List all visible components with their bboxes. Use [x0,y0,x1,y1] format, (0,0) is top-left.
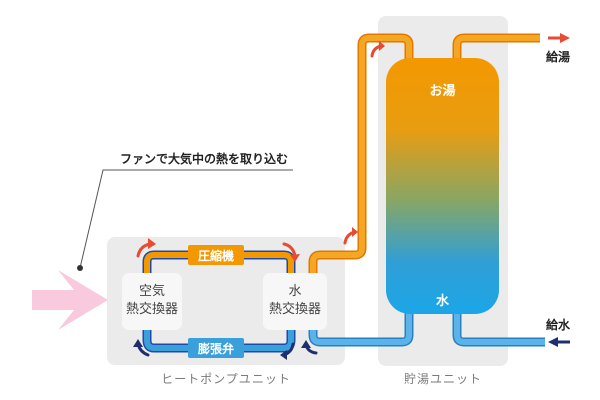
tank-hot-water-label: お湯 [429,84,456,99]
cold-water-pipe-fill [310,312,412,345]
compressor-label: 圧縮機 [197,249,234,263]
water-heat-exchanger-line1: 水 [288,284,302,299]
flow-arrow-head-icon [301,340,311,348]
water-heat-exchanger-label: 水 熱交換器 [263,283,327,319]
hot-water-pipe-fill [310,35,412,275]
water-heat-exchanger-line2: 熱交換器 [268,302,321,317]
air-heat-exchanger-line1: 空気 [138,284,165,299]
expansion-valve-label: 膨張弁 [197,342,234,356]
flow-arrow-head-icon [133,339,143,347]
flow-arrow-head-icon [148,238,156,249]
air-heat-exchanger-label: 空気 熱交換器 [122,283,182,319]
air-heat-exchanger-box [122,273,182,330]
heat-pump-unit-label: ヒートポンプユニット [161,372,291,386]
water-heat-exchanger-box [263,273,327,330]
storage-unit-label: 貯湯ユニット [403,372,482,386]
callout-text: ファンで大気中の熱を取り込む [120,152,289,166]
flow-arrow-head-icon [352,227,358,237]
supply-hot-water-pipe-fill [454,35,540,62]
air-heat-exchanger-line2: 熱交換器 [125,302,178,317]
flow-arrow-head-icon [379,41,385,51]
heat-pump-unit-panel [107,237,345,365]
compressor-box [188,245,244,265]
callout-leader-line [79,169,293,269]
expansion-valve-box [188,338,244,358]
inlet-arrow-head-icon [548,337,558,347]
water-inlet-label: 給水 [546,318,571,332]
supply-arrow-head-icon [560,33,570,43]
incoming-air-arrow [32,270,108,330]
callout-dot [77,265,83,271]
tank-water-label: 水 [435,294,449,309]
hot-water-tank [386,58,499,314]
hot-water-supply-label: 給湯 [546,50,571,64]
flow-arrow-head-icon [290,254,300,262]
flow-arrow-icon [282,242,297,258]
water-inlet-pipe-fill [454,312,545,345]
flow-arrow-head-icon [280,350,287,360]
